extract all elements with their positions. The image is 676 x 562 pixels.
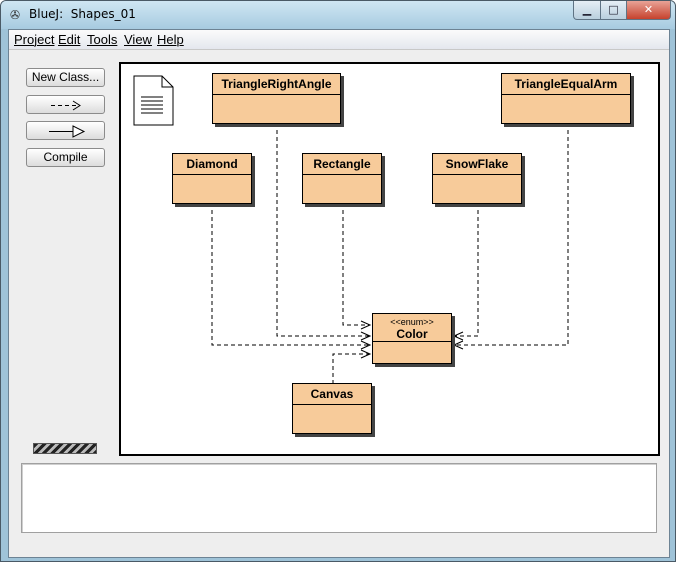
dependency-arrows — [211, 130, 569, 384]
arrow-triangle-right-angle-to-color — [276, 130, 370, 337]
title-bar[interactable]: ✇ BlueJ: Shapes_01 ▁ □ ✕ — [1, 1, 675, 29]
menu-help[interactable]: Help — [157, 32, 184, 47]
maximize-icon[interactable]: □ — [601, 1, 627, 20]
class-canvas[interactable]: Canvas — [292, 383, 372, 434]
uses-arrow-button[interactable] — [26, 95, 105, 114]
class-name: SnowFlake — [433, 154, 521, 175]
machine-activity-indicator — [33, 443, 97, 454]
menu-project[interactable]: Project — [14, 32, 55, 47]
class-diamond[interactable]: Diamond — [172, 153, 252, 204]
class-diagram[interactable]: TriangleRightAngle TriangleEqualArm Diam… — [119, 62, 660, 456]
readme-document-icon[interactable] — [133, 75, 174, 126]
new-class-button[interactable]: New Class... — [26, 68, 105, 87]
arrow-triangle-equal-arm-to-color — [454, 130, 569, 346]
arrow-snowflake-to-color — [454, 210, 479, 337]
inheritance-arrow-button[interactable] — [26, 121, 105, 140]
class-name: TriangleRightAngle — [213, 74, 340, 95]
main-panel: Project Edit Tools View Help New Class..… — [8, 29, 670, 558]
arrow-diamond-to-color — [211, 210, 370, 346]
class-name: Color — [373, 327, 451, 342]
dashed-arrow-icon — [51, 100, 81, 111]
window-title: BlueJ: Shapes_01 — [29, 7, 136, 21]
class-triangle-right-angle[interactable]: TriangleRightAngle — [212, 73, 341, 124]
class-color-enum[interactable]: <<enum>> Color — [372, 313, 452, 364]
window-controls: ▁ □ ✕ — [573, 1, 671, 21]
message-area — [21, 463, 657, 533]
enum-stereotype: <<enum>> — [390, 317, 434, 327]
class-snowflake[interactable]: SnowFlake — [432, 153, 522, 204]
inheritance-arrow-icon — [49, 125, 86, 138]
menu-view[interactable]: View — [124, 32, 152, 47]
class-rectangle[interactable]: Rectangle — [302, 153, 382, 204]
class-name: TriangleEqualArm — [502, 74, 630, 95]
minimize-icon[interactable]: ▁ — [573, 1, 601, 20]
menu-edit[interactable]: Edit — [58, 32, 81, 47]
menu-tools[interactable]: Tools — [87, 32, 118, 47]
close-icon[interactable]: ✕ — [627, 1, 671, 20]
menu-bar: Project Edit Tools View Help — [9, 30, 669, 50]
compile-button[interactable]: Compile — [26, 148, 105, 167]
class-triangle-equal-arm[interactable]: TriangleEqualArm — [501, 73, 631, 124]
bluej-app-icon: ✇ — [9, 8, 21, 22]
arrow-rectangle-to-color — [342, 210, 370, 326]
class-name: Diamond — [173, 154, 251, 175]
class-name: Canvas — [293, 384, 371, 405]
class-name: Rectangle — [303, 154, 381, 175]
arrow-canvas-to-color — [332, 353, 370, 384]
